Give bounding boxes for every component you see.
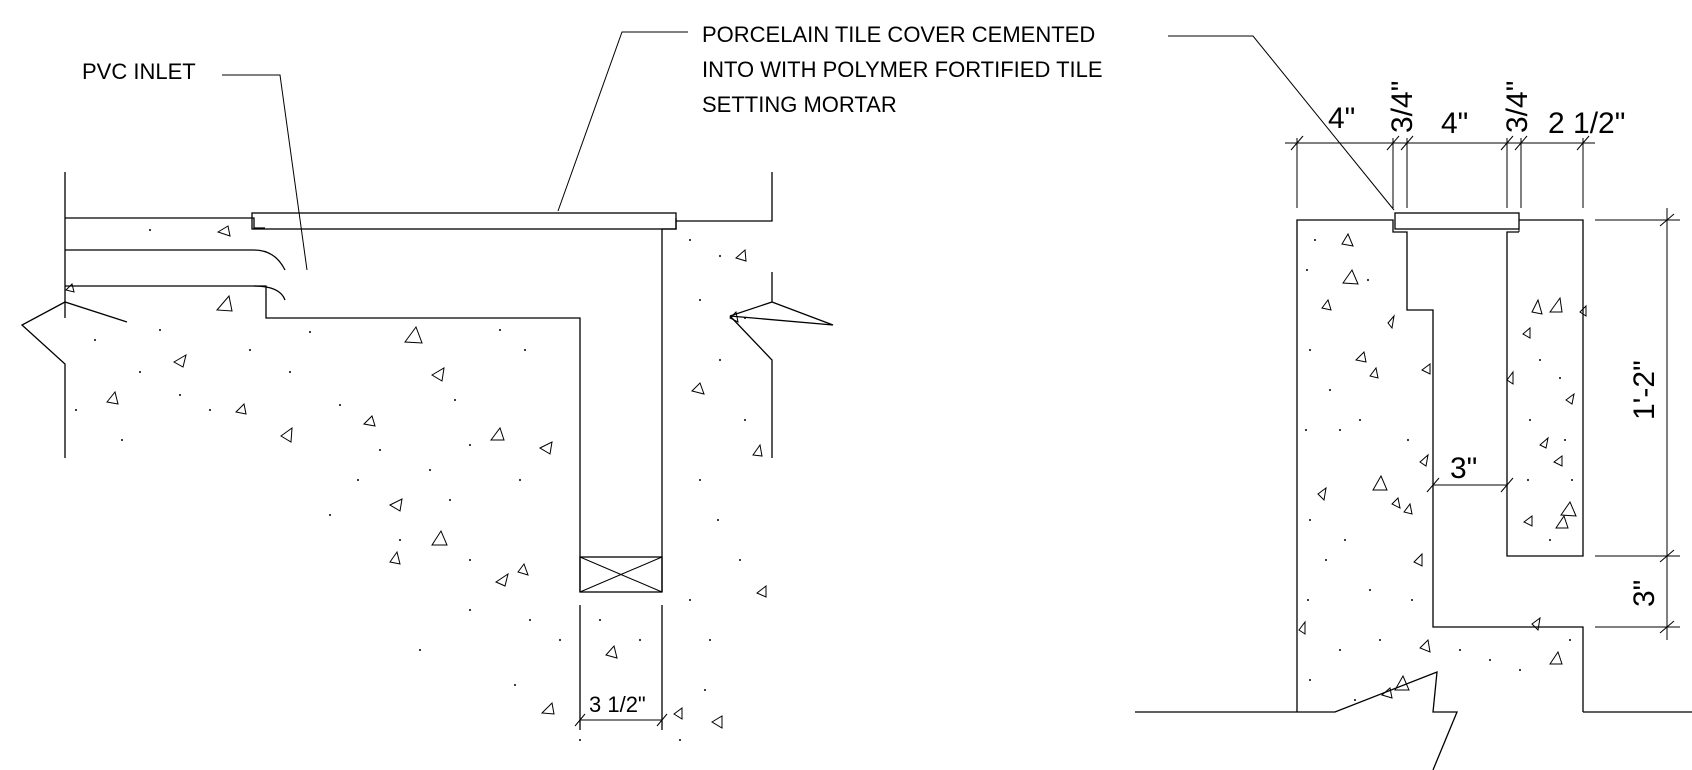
dim-height-3: 3" bbox=[1628, 580, 1661, 607]
dim-top-4-mid: 4" bbox=[1441, 107, 1468, 140]
dim-top-2-1-2: 2 1/2" bbox=[1548, 107, 1625, 140]
dim-channel-3: 3" bbox=[1450, 452, 1477, 485]
dim-top-3-4-a: 3/4" bbox=[1386, 81, 1419, 133]
note-tile-line2: INTO WITH POLYMER FORTIFIED TILE bbox=[702, 57, 1103, 82]
dim-top-4-left: 4" bbox=[1328, 102, 1355, 135]
right-dots bbox=[1305, 239, 1573, 701]
left-section-detail: 3 1/2" PVC INLET PORCELAIN TILE COVER CE… bbox=[20, 22, 1103, 741]
note-pvc-inlet: PVC INLET bbox=[82, 59, 196, 84]
dim-top-3-4-b: 3/4" bbox=[1501, 81, 1534, 133]
right-section-detail: 4" 3/4" 4" 3/4" 2 1/2" 3" 1'-2" 3" bbox=[1135, 35, 1692, 770]
note-tile-line3: SETTING MORTAR bbox=[702, 92, 897, 117]
left-aggregate-pattern bbox=[65, 225, 767, 729]
left-dots bbox=[75, 229, 746, 741]
dim-left-width: 3 1/2" bbox=[589, 692, 646, 717]
note-tile-line1: PORCELAIN TILE COVER CEMENTED bbox=[702, 22, 1095, 47]
right-aggregate-pattern bbox=[1298, 232, 1587, 699]
dim-height-1-2: 1'-2" bbox=[1628, 360, 1661, 420]
